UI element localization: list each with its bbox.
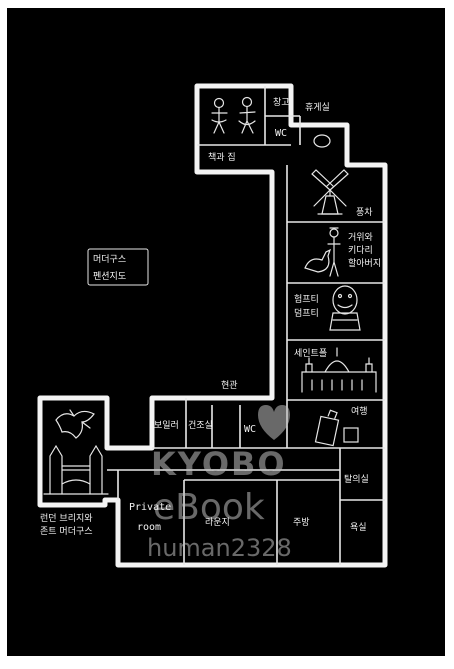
label-restroom: 휴게실	[305, 102, 330, 113]
map-frame	[7, 8, 445, 656]
label-wc-top: WC	[275, 128, 287, 139]
label-humpty-2: 덤프티	[294, 307, 319, 319]
label-humpty-1: 험프티	[294, 294, 319, 305]
label-goose-1: 거위와	[348, 231, 373, 243]
dragon-icon	[55, 409, 95, 439]
watermark: KYOBO eBook human2328	[147, 405, 292, 562]
label-bridge-2: 존트 머더구스	[40, 526, 93, 537]
cathedral-icon	[301, 347, 377, 393]
map-title-line1: 머더구스	[93, 254, 126, 265]
label-st-paul: 세인트폴	[294, 348, 327, 359]
title-box	[87, 248, 149, 286]
label-laundry: 탈의실	[344, 474, 369, 485]
label-boiler: 보일러	[154, 420, 179, 431]
outer-wall	[37, 83, 388, 568]
label-dryroom: 건조실	[188, 420, 213, 431]
label-entrance: 현관	[221, 380, 238, 391]
label-windmill: 풍차	[356, 206, 373, 218]
label-private-1: Private	[129, 502, 171, 513]
windmill-icon	[311, 169, 349, 215]
tower-bridge-icon	[43, 444, 109, 495]
watermark-user: human2328	[147, 534, 292, 562]
label-reading-room: 책과 집	[208, 151, 236, 163]
label-bath: 욕실	[350, 522, 367, 533]
label-private-2: room	[137, 522, 161, 533]
watermark-sub: eBook	[153, 487, 265, 528]
humpty-dumpty-icon	[329, 285, 361, 331]
watermark-brand: KYOBO	[151, 445, 287, 483]
label-goose-2: 키다리	[348, 245, 373, 256]
label-travel: 여행	[351, 405, 368, 417]
label-kitchen: 주방	[293, 517, 310, 528]
label-bridge-1: 런던 브리지와	[40, 512, 93, 524]
label-storage: 창고	[273, 97, 290, 108]
map-title-line2: 펜션지도	[93, 271, 126, 282]
label-wc-bottom: WC	[244, 424, 256, 435]
label-goose-3: 할아버지	[348, 258, 381, 269]
label-lounge: 라운지	[205, 517, 230, 528]
children-dancing-icon	[211, 96, 256, 134]
toilet-icon	[313, 134, 331, 148]
suitcase-icon	[314, 409, 359, 447]
heart-logo-icon	[258, 405, 290, 440]
goose-old-man-icon	[304, 227, 341, 277]
